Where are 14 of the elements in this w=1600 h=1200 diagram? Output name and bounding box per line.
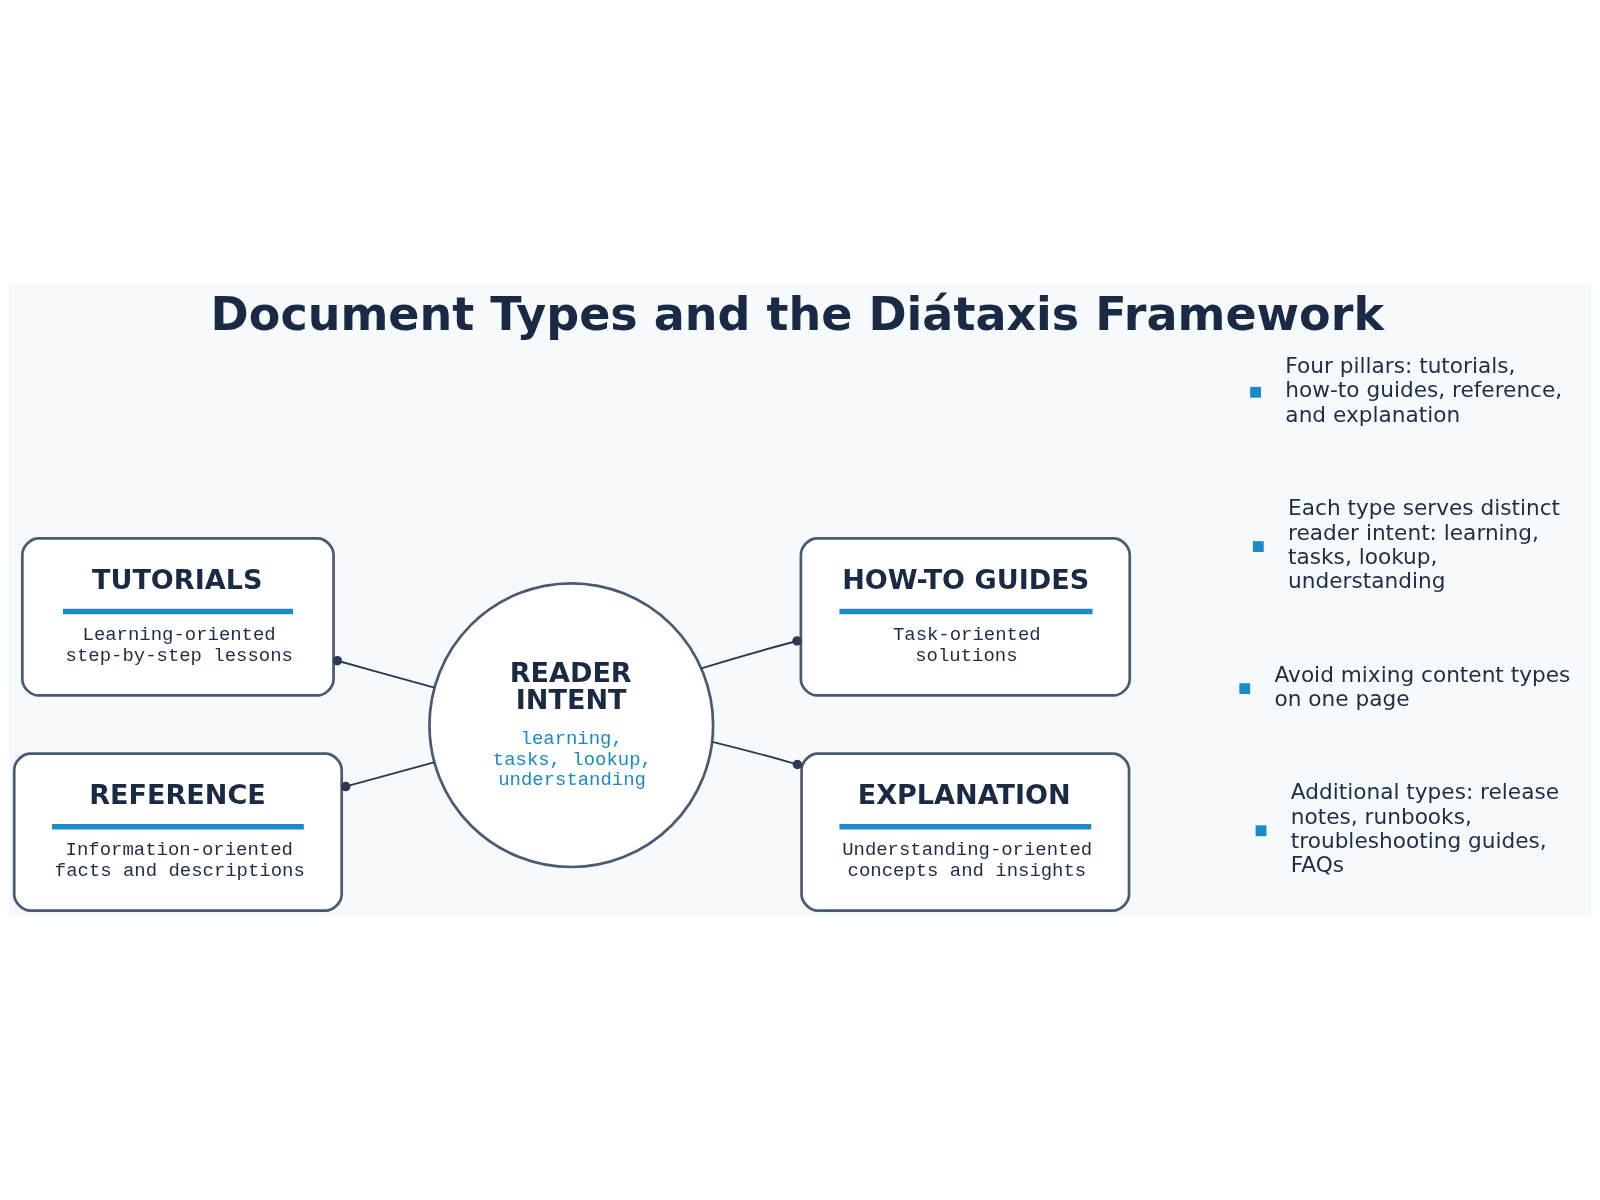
connector [341,761,435,792]
connector [332,656,436,689]
label: Avoid mixing content types on one page [1274,661,1571,711]
node-box: TUTORIALS Learning-oriented step-by-step lessons [20,537,335,697]
diagram-title: Document Types and the Diátaxis Framework [210,287,1384,342]
label: Four pillars: tutorials, how-to guides, reference, and explanation [1285,353,1563,427]
label: Each type serves distinct reader intent: learning, tasks, lookup, understanding [1288,495,1561,594]
node-box: REFERENCE Information-oriented facts and descriptions [12,752,344,912]
node-box: EXPLANATION Understanding-oriented concepts and insights [800,752,1131,912]
node-box: HOW-TO GUIDES Task-oriented solutions [799,537,1132,697]
connector [700,636,802,670]
connector [711,740,803,770]
label: Additional types: release notes, runbooks, troubleshooting guides, FAQs [1290,779,1559,878]
node-circle: READER INTENT learning, tasks, lookup, understanding [428,582,715,869]
